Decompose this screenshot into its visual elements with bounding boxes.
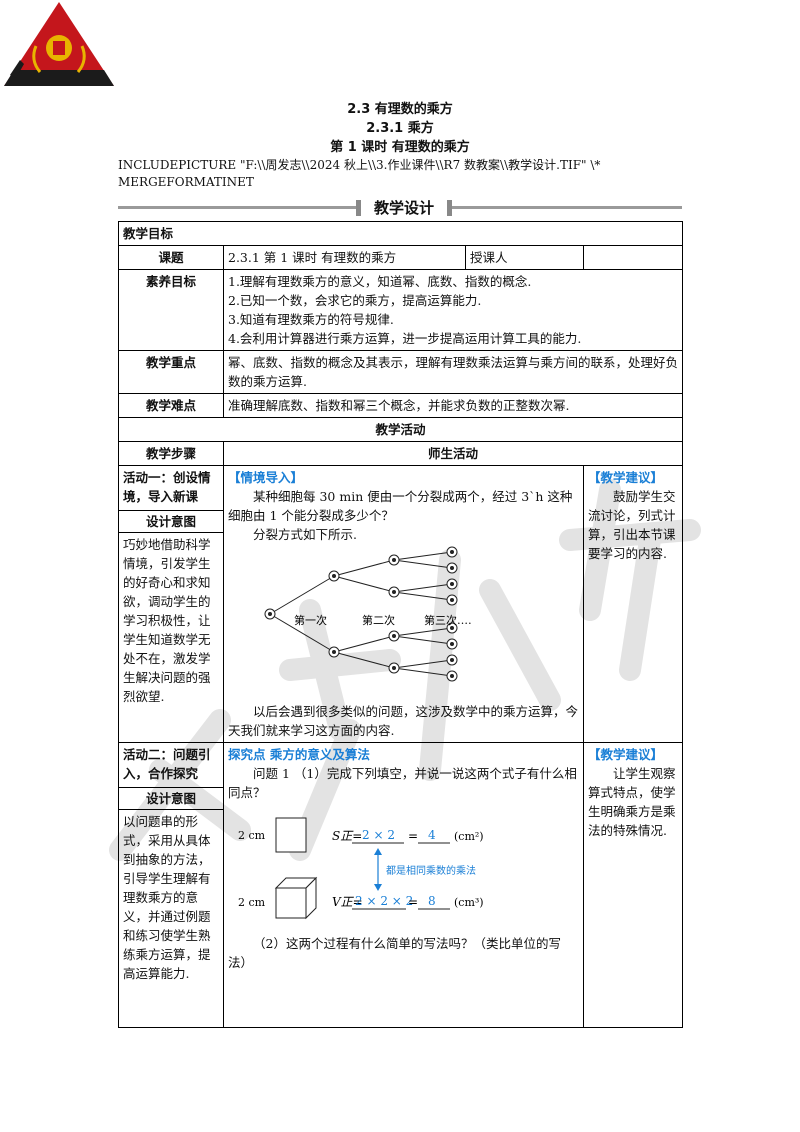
cell-nucleus xyxy=(450,566,454,570)
teaching-suggestion-tag: 【教学建议】 xyxy=(588,470,664,485)
division-label-3: 第三次…… xyxy=(424,613,472,627)
key-points-value: 幂、底数、指数的概念及其表示，理解有理数乘法运算与乘方间的联系，处理好负数的乘方… xyxy=(222,350,684,394)
teacher-student-label: 师生活动 xyxy=(222,441,684,466)
literacy-item: 1.理解有理数乘方的意义，知道幂、底数、指数的概念. xyxy=(228,274,532,289)
cell-nucleus xyxy=(450,626,454,630)
lesson-period: 第 1 课时 有理数的乘方 xyxy=(330,140,470,155)
exploration-point: 探究点 乘方的意义及算法 xyxy=(228,747,370,762)
cell-nucleus xyxy=(268,612,272,616)
difficulty-label: 教学难点 xyxy=(118,393,224,418)
common-feature-note: 都是相同乘数的乘法 xyxy=(386,864,476,877)
difficulty-value: 准确理解底数、指数和幂三个概念，并能求负数的正整数次幂. xyxy=(222,393,684,418)
activity2-design-text: 以问题串的形式，采用从具体到抽象的方法，引导学生理解有理数乘方的意义，并通过例题… xyxy=(123,814,211,981)
square-shape xyxy=(275,817,307,853)
activity2-step: 活动二：问题引入，合作探究 设计意图 以问题串的形式，采用从具体到抽象的方法，引… xyxy=(118,742,224,1028)
topic-label: 课题 xyxy=(118,245,224,270)
cell-nucleus xyxy=(450,658,454,662)
svg-text:=: = xyxy=(408,829,418,843)
literacy-item: 2.已知一个数，会求它的乘方，提高运算能力. xyxy=(228,293,482,308)
lesson-plan-table: 教学目标 课题 2.3.1 第 1 课时 有理数的乘方 授课人 素养目标 1.理… xyxy=(117,221,684,1028)
literacy-goals: 1.理解有理数乘方的意义，知道幂、底数、指数的概念. 2.已知一个数，会求它的乘… xyxy=(222,269,684,351)
square-cube-figure: 2 cm 2 cm S正= 2 × 2 = 4 (cm²) 都是相同乘数的乘法 xyxy=(238,817,484,920)
square-area-label: S正= xyxy=(332,829,362,843)
activity2-name: 活动二：问题引入，合作探究 xyxy=(123,747,211,781)
cell-nucleus xyxy=(450,674,454,678)
lesson-subtitle: 2.3.1 乘方 xyxy=(366,121,434,136)
activity2-suggestion: 【教学建议】 让学生观察算式特点，使学生明确乘方是乘法的特殊情况. xyxy=(582,742,684,1028)
cell-nucleus xyxy=(392,558,396,562)
activity1-content: 【情境导入】 某种细胞每 30 min 便由一个分裂成两个，经过 3`h 这种细… xyxy=(223,465,584,743)
cell-nucleus xyxy=(450,550,454,554)
cube-volume-label: V正= xyxy=(332,895,363,909)
teaching-suggestion-tag: 【教学建议】 xyxy=(588,747,664,762)
square-area-expr: 2 × 2 xyxy=(362,828,395,842)
cell-division-diagram: 第一次 第二次 第三次…… xyxy=(264,546,472,682)
topic-value: 2.3.1 第 1 课时 有理数的乘方 xyxy=(223,245,466,270)
question-1: 问题 1 （1）完成下列填空，并说一说这两个式子有什么相同点？ xyxy=(228,766,577,800)
literacy-item: 4.会利用计算器进行乘方运算，进一步提高运用计算工具的能力. xyxy=(228,331,582,346)
steps-label: 教学步骤 xyxy=(118,441,224,466)
activity1-suggestion: 【教学建议】 鼓励学生交流讨论，列式计算，引出本节课要学习的内容. xyxy=(582,465,684,743)
banner-title: 教学设计 xyxy=(356,196,452,220)
division-label-1: 第一次 xyxy=(294,613,327,627)
cell-nucleus xyxy=(392,666,396,670)
activity2-design-label: 设计意图 xyxy=(119,787,223,810)
scenario-question: 某种细胞每 30 min 便由一个分裂成两个，经过 3`h 这种细胞由 1 个能… xyxy=(228,489,573,523)
cube-volume-unit: (cm³) xyxy=(454,896,484,909)
section-banner: 教学设计 xyxy=(118,196,682,220)
square-side-label: 2 cm xyxy=(238,829,266,842)
scenario-conclusion: 以后会遇到很多类似的问题，这涉及数学中的乘方运算，今天我们就来学习这方面的内容. xyxy=(228,704,579,738)
square-area-unit: (cm²) xyxy=(454,830,484,843)
activity1-step: 活动一：创设情境，导入新课 设计意图 巧妙地借助科学情境，引发学生的好奇心和求知… xyxy=(118,465,224,743)
activity2-content: 探究点 乘方的意义及算法 问题 1 （1）完成下列填空，并说一说这两个式子有什么… xyxy=(223,742,584,1028)
cube-volume-value: 8 xyxy=(428,894,436,908)
teacher-value xyxy=(582,245,684,270)
cell-nucleus xyxy=(332,650,336,654)
question-2: （2）这两个过程有什么简单的写法吗？（类比单位的写法） xyxy=(228,936,561,970)
svg-text:=: = xyxy=(408,895,418,909)
teaching-suggestion-text: 鼓励学生交流讨论，列式计算，引出本节课要学习的内容. xyxy=(588,489,676,561)
activities-section-header: 教学活动 xyxy=(117,417,684,442)
cube-side-label: 2 cm xyxy=(238,896,266,909)
school-logo xyxy=(4,2,114,86)
activity1-design-text: 巧妙地借助科学情境，引发学生的好奇心和求知欲，调动学生的学习积极性，让学生知道数… xyxy=(123,537,211,704)
scenario-intro-tag: 【情境导入】 xyxy=(228,470,304,485)
square-area-value: 4 xyxy=(428,828,436,842)
goals-section-header: 教学目标 xyxy=(117,221,684,246)
activity1-design-label: 设计意图 xyxy=(119,510,223,533)
include-field-code-cont: MERGEFORMATINET xyxy=(118,175,254,189)
cell-nucleus xyxy=(450,582,454,586)
literacy-label: 素养目标 xyxy=(118,269,224,351)
key-points-label: 教学重点 xyxy=(118,350,224,394)
literacy-item: 3.知道有理数乘方的符号规律. xyxy=(228,312,394,327)
cell-nucleus xyxy=(332,574,336,578)
cell-nucleus xyxy=(392,590,396,594)
teacher-label: 授课人 xyxy=(465,245,584,270)
cube-shape xyxy=(274,876,318,920)
include-field-code: INCLUDEPICTURE "F:\\周发志\\2024 秋上\\3.作业课件… xyxy=(118,158,601,172)
teaching-suggestion-text: 让学生观察算式特点，使学生明确乘方是乘法的特殊情况. xyxy=(588,766,676,838)
cell-nucleus xyxy=(450,642,454,646)
cell-nucleus xyxy=(392,634,396,638)
lesson-title: 2.3 有理数的乘方 xyxy=(347,102,453,117)
activity1-name: 活动一：创设情境，导入新课 xyxy=(123,470,211,504)
scenario-hint: 分裂方式如下所示. xyxy=(253,527,357,542)
cell-nucleus xyxy=(450,598,454,602)
division-label-2: 第二次 xyxy=(362,613,395,627)
cube-volume-expr: 2 × 2 × 2 xyxy=(355,894,413,908)
